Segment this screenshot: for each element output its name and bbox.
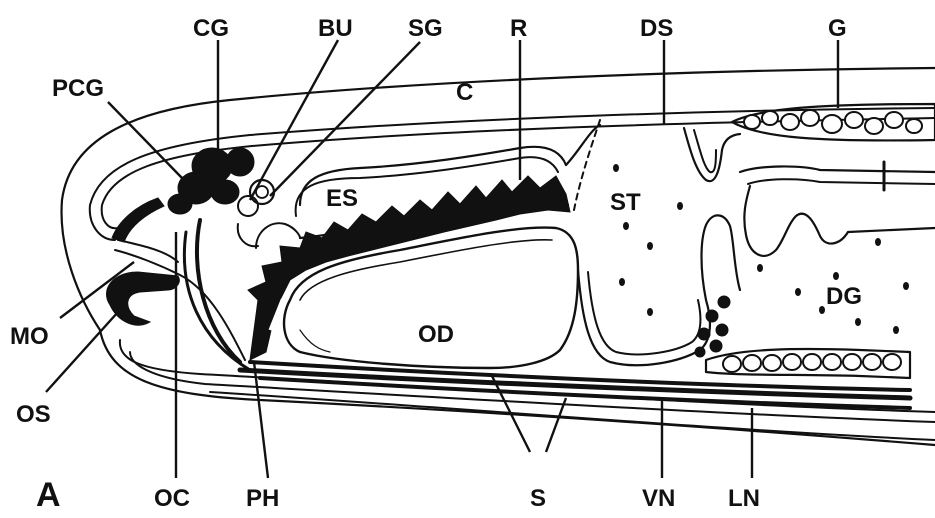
label-oc: OC [154,485,190,512]
label-os: OS [16,401,51,428]
label-g: G [828,15,847,42]
oral-sucker [106,272,179,325]
label-sg: SG [408,15,443,42]
stomach-stipple [613,164,683,316]
mouth-rim [112,198,164,242]
label-pcg: PCG [52,75,104,102]
cerebral-ganglion [168,148,254,214]
label-vn: VN [642,485,675,512]
label-ph: PH [246,485,279,512]
label-s: S [530,485,546,512]
label-mo: MO [10,323,49,350]
panel-letter: A [36,476,61,514]
label-ds: DS [640,15,673,42]
label-es: ES [326,185,358,212]
label-bu: BU [318,15,353,42]
label-c: C [456,79,473,106]
connective-nerve [197,220,240,362]
label-st: ST [610,189,641,216]
label-cg: CG [193,15,229,42]
dg-bottom-cells [706,349,910,378]
bottom-outer-layer [210,392,935,440]
label-od: OD [418,321,454,348]
label-r: R [510,15,527,42]
digestive-gland [695,162,935,378]
gonad-eggs [744,110,922,134]
stomach [566,120,740,365]
label-ln: LN [728,485,760,512]
label-dg: DG [826,283,862,310]
mouth-opening [118,240,178,262]
